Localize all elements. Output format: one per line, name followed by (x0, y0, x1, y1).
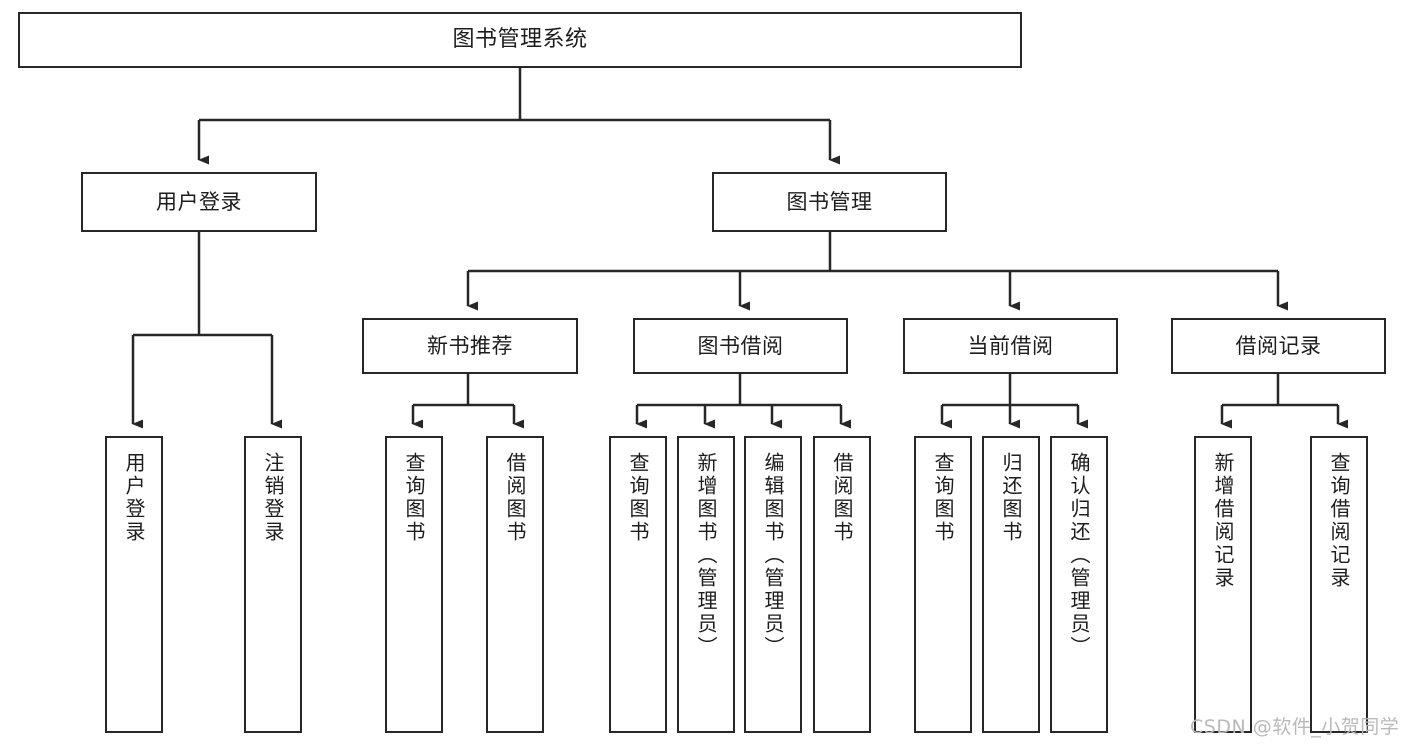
leaf-user-login-1[interactable]: 用户登录 (105, 436, 163, 733)
node-book-management-label: 图书管理 (786, 189, 873, 214)
node-new-book-recommend-label: 新书推荐 (427, 333, 513, 358)
leaf-current-borrow-3-label: 确认归还（管理员） (1067, 452, 1091, 659)
node-borrow-record[interactable]: 借阅记录 (1171, 318, 1386, 374)
node-user-login[interactable]: 用户登录 (81, 172, 317, 232)
leaf-current-borrow-2[interactable]: 归还图书 (982, 436, 1040, 733)
node-user-login-label: 用户登录 (156, 189, 242, 214)
leaf-borrow-record-1-label: 新增借阅记录 (1211, 452, 1235, 590)
leaf-current-borrow-2-label: 归还图书 (999, 452, 1023, 544)
node-current-borrow-label: 当前借阅 (967, 333, 1054, 358)
leaf-book-borrow-3-label: 编辑图书（管理员） (761, 452, 785, 659)
leaf-book-borrow-3[interactable]: 编辑图书（管理员） (744, 436, 802, 733)
leaf-book-borrow-1[interactable]: 查询图书 (609, 436, 667, 733)
leaf-current-borrow-1[interactable]: 查询图书 (914, 436, 972, 733)
node-book-borrow[interactable]: 图书借阅 (633, 318, 848, 374)
leaf-book-borrow-4-label: 借阅图书 (830, 452, 854, 544)
leaf-new-book-recommend-2[interactable]: 借阅图书 (486, 436, 544, 733)
leaf-borrow-record-1[interactable]: 新增借阅记录 (1194, 436, 1252, 733)
leaf-borrow-record-2[interactable]: 查询借阅记录 (1310, 436, 1368, 733)
leaf-current-borrow-1-label: 查询图书 (931, 452, 955, 544)
csdn-watermark: CSDN @软件_小贺同学 (1190, 716, 1400, 738)
leaf-book-borrow-2-label: 新增图书（管理员） (694, 452, 718, 659)
leaf-book-borrow-4[interactable]: 借阅图书 (813, 436, 871, 733)
node-current-borrow[interactable]: 当前借阅 (903, 318, 1118, 374)
node-root-label: 图书管理系统 (452, 27, 588, 53)
leaf-borrow-record-2-label: 查询借阅记录 (1327, 452, 1351, 590)
leaf-book-borrow-1-label: 查询图书 (626, 452, 650, 544)
leaf-new-book-recommend-1-label: 查询图书 (402, 452, 426, 544)
leaf-user-login-2-label: 注销登录 (261, 452, 285, 544)
leaf-new-book-recommend-2-label: 借阅图书 (503, 452, 527, 544)
leaf-book-borrow-2[interactable]: 新增图书（管理员） (677, 436, 735, 733)
node-book-borrow-label: 图书借阅 (697, 333, 784, 358)
node-book-management[interactable]: 图书管理 (712, 172, 947, 232)
leaf-user-login-2[interactable]: 注销登录 (244, 436, 302, 733)
leaf-user-login-1-label: 用户登录 (122, 452, 146, 544)
node-borrow-record-label: 借阅记录 (1235, 333, 1322, 358)
leaf-current-borrow-3[interactable]: 确认归还（管理员） (1050, 436, 1108, 733)
leaf-new-book-recommend-1[interactable]: 查询图书 (385, 436, 443, 733)
node-root[interactable]: 图书管理系统 (18, 12, 1022, 68)
node-new-book-recommend[interactable]: 新书推荐 (362, 318, 578, 374)
